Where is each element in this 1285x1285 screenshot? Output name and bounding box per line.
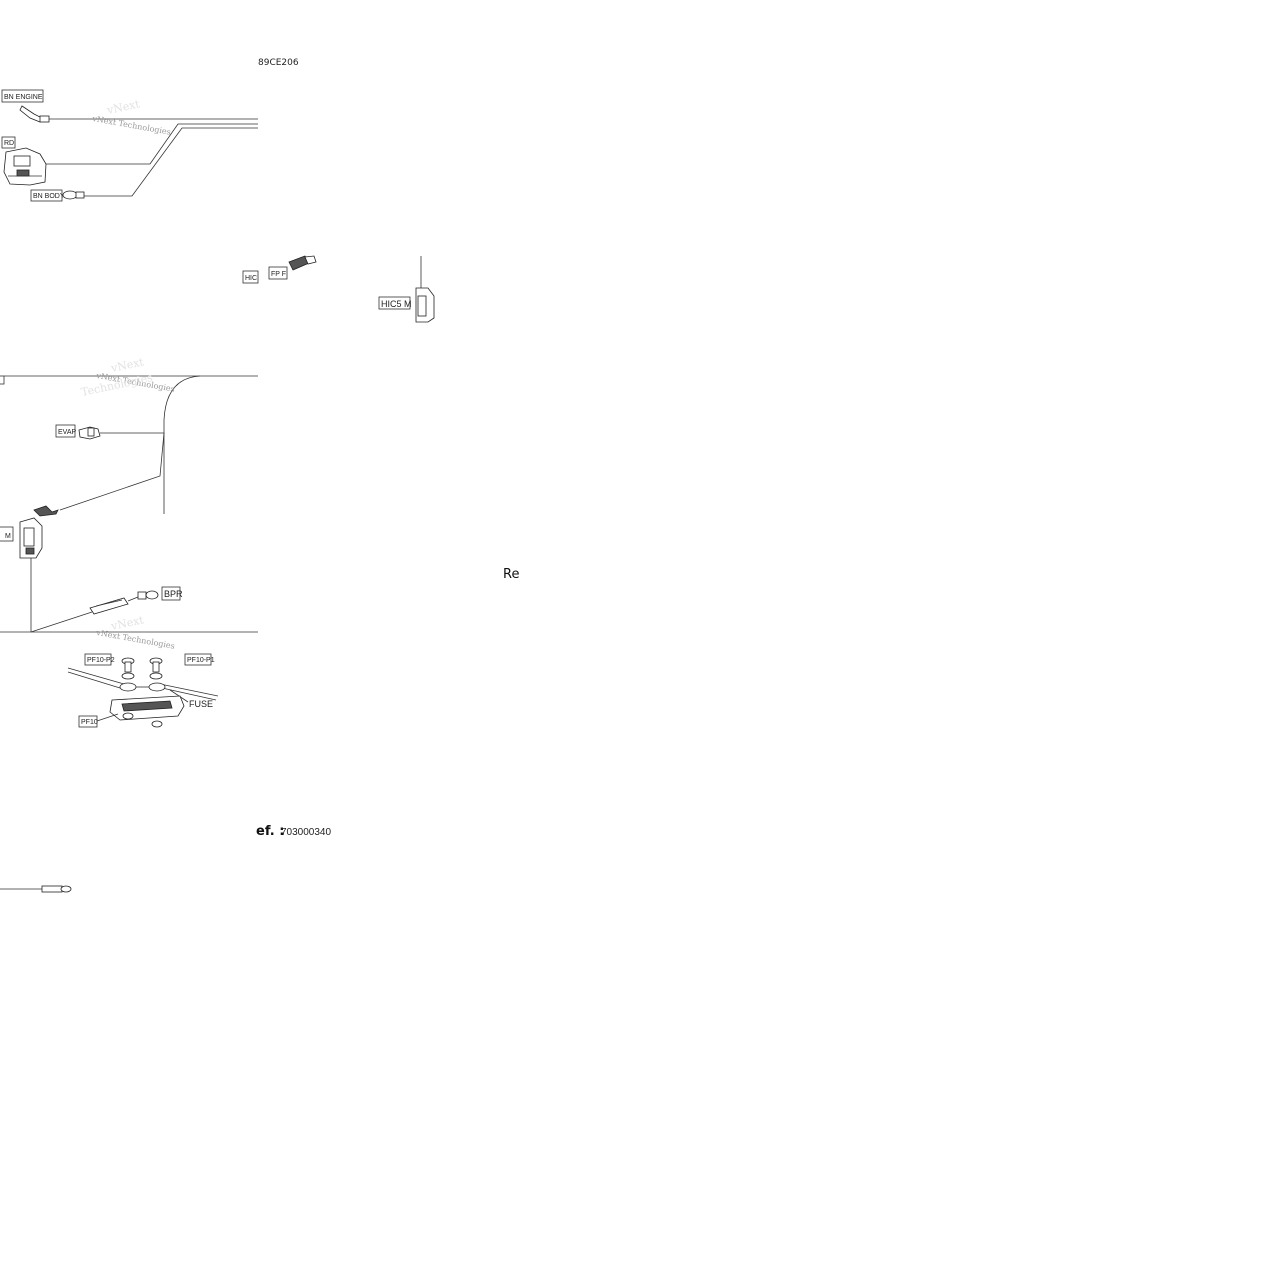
- fp-f-label-box: [268, 266, 288, 280]
- bottom-terminal-group: [0, 885, 72, 893]
- hic5-m-connector[interactable]: [415, 287, 435, 323]
- fuse-group: vNext vNext Technologies PF10-P2 PF10-P1: [67, 613, 219, 728]
- pf10-p1-label[interactable]: PF10-P1: [187, 657, 215, 664]
- pf10-p1-bolt[interactable]: [149, 657, 163, 680]
- fuse-cable-left-1: [67, 667, 125, 685]
- fuse-cable-right-1: [159, 683, 219, 697]
- bpr-wire-upper: [127, 596, 139, 602]
- diagram-code: 89CE206: [258, 58, 299, 68]
- re-fragment: Re: [503, 567, 519, 582]
- pf10-label-box: [78, 715, 98, 728]
- pf10-p1-label-box: [184, 653, 212, 666]
- bn-engine-label-box: [1, 89, 44, 103]
- rd-label[interactable]: RD: [4, 140, 14, 147]
- pf10-p2-label[interactable]: PF10-P2: [87, 657, 115, 664]
- evap-group: vNext vNext Technologies Technologies EV…: [0, 355, 258, 633]
- hic-label-box: [242, 270, 259, 284]
- evap-connector[interactable]: [78, 426, 101, 440]
- bn-body-label[interactable]: BN BODY: [33, 193, 65, 200]
- fp-f-connector[interactable]: [288, 255, 317, 271]
- evap-label[interactable]: EVAP: [58, 429, 76, 436]
- rd-wire: [46, 123, 258, 165]
- top-harness-group: BN ENGINE RD BN BODY vNext vNext Technol…: [1, 89, 258, 202]
- hic5-m-label-box: [378, 296, 411, 310]
- hic-label[interactable]: HIC: [245, 275, 257, 282]
- pf10-p2-label-box: [84, 653, 112, 666]
- rd-label-box: [1, 136, 16, 149]
- bpr-label-box: [161, 586, 181, 601]
- bpr-label[interactable]: BPR: [164, 589, 183, 599]
- bpr-terminal[interactable]: [137, 590, 159, 600]
- m-label-box: [0, 526, 14, 542]
- evap-label-box: [55, 424, 76, 438]
- pf10-leader: [96, 713, 119, 722]
- bn-body-wire: [84, 127, 258, 197]
- bn-body-terminal[interactable]: [62, 190, 85, 200]
- bn-body-label-box: [30, 189, 63, 202]
- watermark-faint-1: vNext: [105, 97, 142, 117]
- watermark-3: vNext Technologies: [95, 628, 176, 651]
- bn-engine-terminal[interactable]: [19, 105, 50, 123]
- fp-f-label[interactable]: FP F: [271, 271, 286, 278]
- ref-label: ef. :: [256, 824, 284, 839]
- pf10-p2-bolt[interactable]: [121, 657, 135, 680]
- fuse-label[interactable]: FUSE: [189, 699, 213, 709]
- ref-number: 703000340: [281, 827, 331, 838]
- watermark-faint-2: vNext: [109, 355, 146, 375]
- rd-connector[interactable]: [3, 147, 47, 186]
- m-connector[interactable]: [19, 517, 43, 559]
- left-edge-connector: [0, 375, 5, 385]
- pf10-label[interactable]: PF10: [81, 719, 98, 726]
- bottom-terminal[interactable]: [41, 885, 72, 893]
- trunk-bend-wire: [163, 375, 201, 514]
- fuse-cable-right-2: [161, 687, 217, 701]
- bn-engine-label[interactable]: BN ENGINE: [4, 94, 43, 101]
- watermark-1: vNext Technologies: [91, 114, 172, 137]
- m-label[interactable]: M: [5, 533, 11, 540]
- hic5-m-label[interactable]: HIC5 M: [381, 299, 412, 309]
- pf10-nuts[interactable]: [122, 712, 163, 728]
- bpr-wire-lower: [30, 611, 93, 633]
- fuse-link[interactable]: [119, 682, 166, 692]
- pf10-holder[interactable]: [109, 695, 185, 721]
- evap-wire: [59, 432, 165, 511]
- fuel-pump-group: HIC FP F HIC5 M: [242, 255, 435, 323]
- bpr-fuse-holder[interactable]: [89, 597, 129, 615]
- fuse-cable-left-2: [67, 671, 121, 689]
- clip-part[interactable]: [33, 505, 59, 517]
